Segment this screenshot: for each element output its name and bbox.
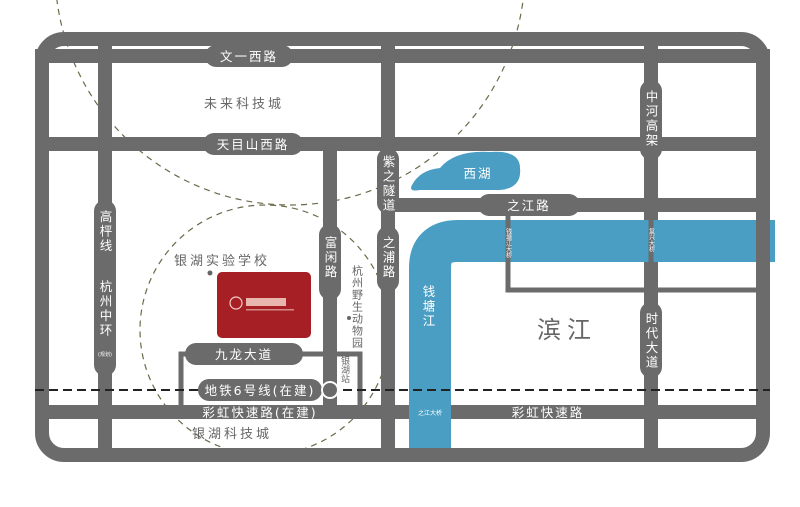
lake-label: 西湖 <box>463 166 492 181</box>
road-label: 之浦路 <box>381 236 396 280</box>
road-label: 九龙大道 <box>215 347 273 362</box>
road-label: 彩虹快速路 <box>512 405 585 420</box>
place-label: 银湖实验学校 <box>174 253 270 269</box>
road-label: 之江路 <box>507 198 551 213</box>
river-label: 钱塘江 <box>421 284 436 329</box>
road-label: 富闲路 <box>323 235 338 280</box>
metro-station-icon <box>321 381 339 399</box>
bridge-label: 复兴大桥 <box>648 227 655 253</box>
qiantang-river <box>409 220 775 462</box>
bridge-label: 钱塘江大桥 <box>505 227 512 259</box>
road-label: 时代大道 <box>644 312 659 370</box>
place-label: 未来科技城 <box>204 97 284 112</box>
road-label: 杭州中环 <box>98 279 113 338</box>
road-label: 中河高架 <box>644 89 659 148</box>
road-label: 高枰线 <box>98 209 113 254</box>
road-label: 彩虹快速路(在建) <box>202 405 317 420</box>
road-note: (规划) <box>98 351 112 358</box>
station-label: 银湖站 <box>339 355 350 384</box>
radius-arc-upper <box>56 0 524 206</box>
road-label: 天目山西路 <box>217 137 290 152</box>
project-marker[interactable] <box>217 272 311 338</box>
district-label: 滨江 <box>537 316 597 344</box>
bridge-label: 之江大桥 <box>418 409 442 417</box>
logo-icon <box>229 296 243 310</box>
road-label: 文一西路 <box>220 49 278 64</box>
place-label: 杭州野生动物园 <box>351 264 364 349</box>
west-lake <box>411 151 521 191</box>
road-label: 紫之隧道 <box>381 155 396 213</box>
metro-label: 地铁6号线(在建) <box>205 383 316 398</box>
place-label: 银湖科技城 <box>192 427 272 442</box>
